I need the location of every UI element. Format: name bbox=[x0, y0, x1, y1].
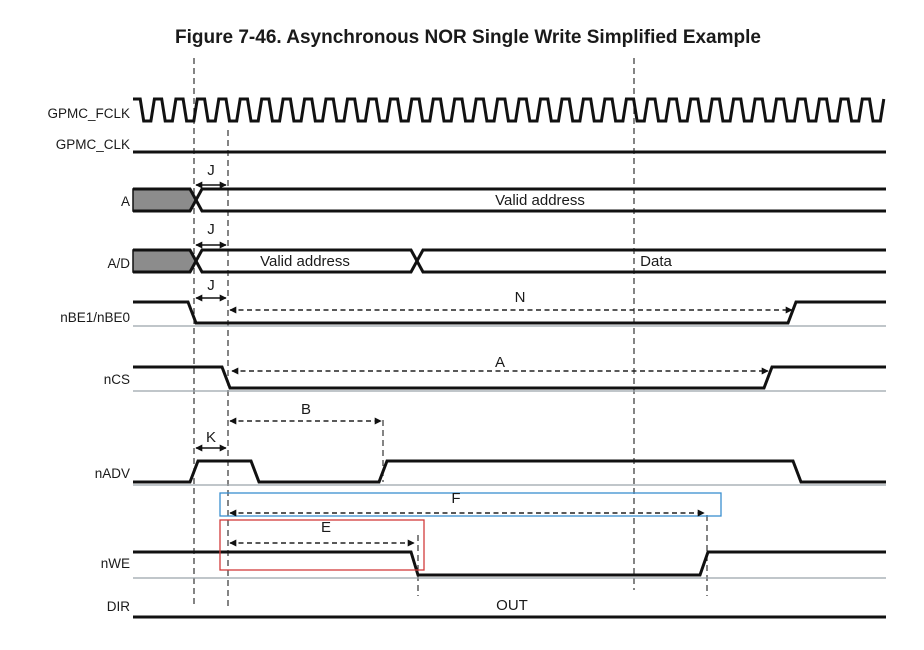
signal-label-dir: DIR bbox=[107, 599, 131, 614]
a-valid-address-text: Valid address bbox=[495, 192, 585, 209]
signal-label-nadv: nADV bbox=[95, 466, 130, 481]
a-bus-waveform bbox=[132, 187, 886, 213]
ncs-waveform bbox=[133, 365, 886, 390]
dir-out-text: OUT bbox=[496, 597, 528, 614]
f-label: F bbox=[451, 490, 460, 507]
j-label-1: J bbox=[207, 162, 215, 179]
k-label: K bbox=[206, 429, 216, 446]
nadv-waveform bbox=[133, 459, 886, 484]
signal-label-clk: GPMC_CLK bbox=[56, 137, 130, 152]
ad-bus-waveform bbox=[132, 248, 886, 274]
signal-label-a: A bbox=[121, 194, 130, 209]
j-label-3: J bbox=[207, 277, 215, 294]
ad-valid-address-text: Valid address bbox=[260, 253, 350, 270]
ad-data-text: Data bbox=[640, 253, 672, 270]
a-param-label: A bbox=[495, 354, 505, 371]
figure-title: Figure 7-46. Asynchronous NOR Single Wri… bbox=[175, 27, 761, 48]
signal-label-ad: A/D bbox=[107, 256, 130, 271]
signal-label-nbe: nBE1/nBE0 bbox=[60, 310, 130, 325]
b-label: B bbox=[301, 401, 311, 418]
signal-label-nwe: nWE bbox=[101, 556, 130, 571]
e-label: E bbox=[321, 519, 331, 536]
signal-label-fclk: GPMC_FCLK bbox=[47, 106, 130, 121]
j-label-2: J bbox=[207, 221, 215, 238]
e-highlight-box bbox=[219, 519, 425, 571]
fclk-waveform bbox=[133, 97, 886, 123]
nwe-waveform bbox=[133, 550, 886, 577]
nbe-waveform bbox=[133, 300, 886, 325]
n-label: N bbox=[515, 289, 526, 306]
signal-label-ncs: nCS bbox=[104, 372, 130, 387]
